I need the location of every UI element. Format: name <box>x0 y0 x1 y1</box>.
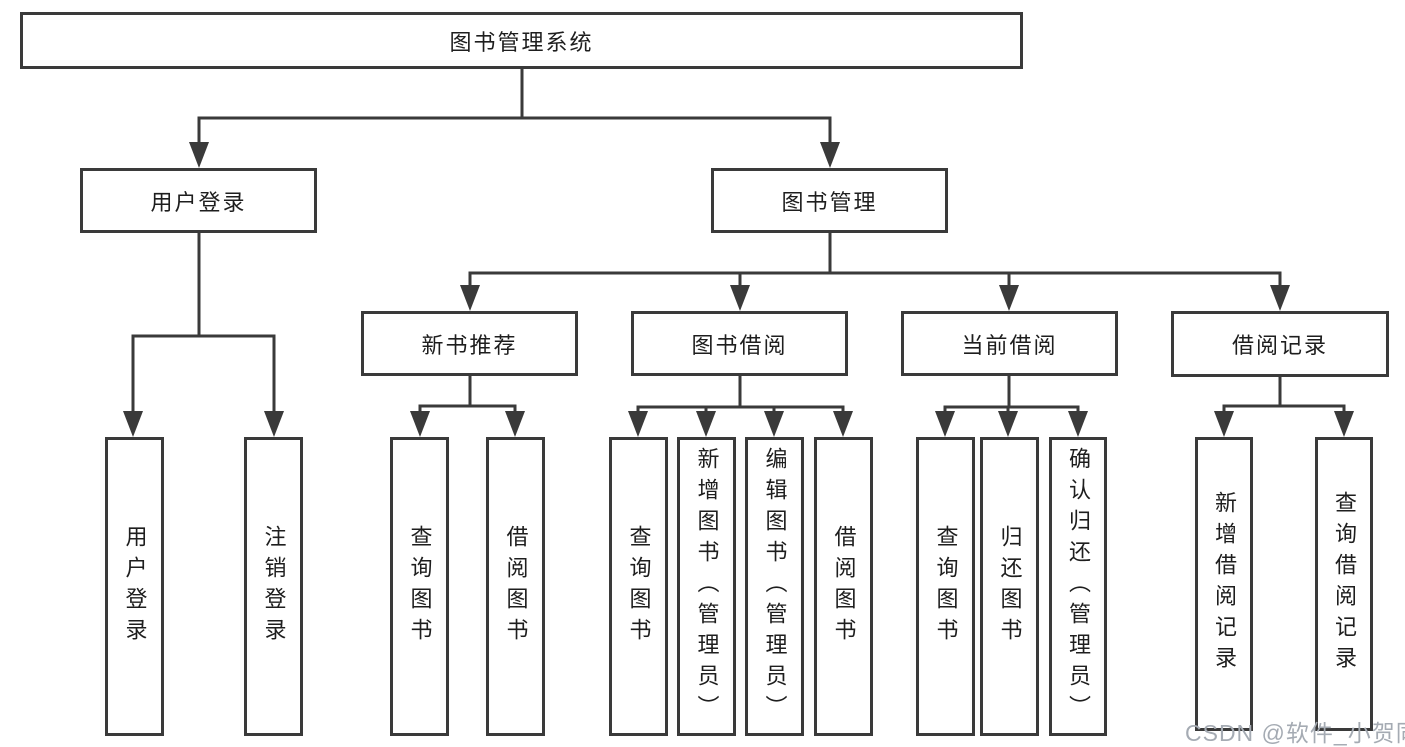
node-label: 编辑图书（管理员） <box>762 447 788 726</box>
leaf-borrow-book-recommend: 借阅图书 <box>486 437 545 736</box>
leaf-logout: 注销登录 <box>244 437 303 736</box>
arrowhead-icon <box>820 142 840 168</box>
arrowhead-icon <box>935 411 955 437</box>
node-label: 注销登录 <box>261 524 287 649</box>
node-label: 图书管理系统 <box>449 29 594 55</box>
node-label: 当前借阅 <box>961 332 1058 358</box>
arrowhead-icon <box>264 411 284 437</box>
arrowhead-icon <box>1270 285 1290 311</box>
node-label: 查询图书 <box>407 524 433 649</box>
leaf-add-borrow-record: 新增借阅记录 <box>1195 437 1253 731</box>
node-label: 查询图书 <box>933 524 959 649</box>
leaf-confirm-return-admin: 确认归还（管理员） <box>1049 437 1107 736</box>
leaf-user-login: 用户登录 <box>105 437 164 736</box>
leaf-edit-book-admin: 编辑图书（管理员） <box>745 437 804 736</box>
leaf-query-book-current: 查询图书 <box>916 437 975 736</box>
arrowhead-icon <box>189 142 209 168</box>
node-label: 查询借阅记录 <box>1332 491 1357 677</box>
leaf-query-book-borrow: 查询图书 <box>609 437 668 736</box>
arrowhead-icon <box>1214 411 1234 437</box>
node-label: 新书推荐 <box>421 332 518 358</box>
node-library-system: 图书管理系统 <box>20 12 1023 69</box>
node-book-management: 图书管理 <box>711 168 948 233</box>
arrowhead-icon <box>628 411 648 437</box>
arrowhead-icon <box>123 411 143 437</box>
node-label: 用户登录 <box>122 524 148 649</box>
arrowhead-icon <box>998 411 1018 437</box>
node-book-borrow: 图书借阅 <box>631 311 848 376</box>
leaf-borrow-book: 借阅图书 <box>814 437 873 736</box>
node-label: 借阅图书 <box>831 524 857 649</box>
arrowhead-icon <box>730 285 750 311</box>
node-current-borrow: 当前借阅 <box>901 311 1118 376</box>
node-label: 借阅图书 <box>503 524 529 649</box>
arrowhead-icon <box>505 411 525 437</box>
arrowhead-icon <box>1068 411 1088 437</box>
arrowhead-icon <box>764 411 784 437</box>
leaf-add-book-admin: 新增图书（管理员） <box>677 437 736 736</box>
node-borrow-records: 借阅记录 <box>1171 311 1389 377</box>
csdn-watermark: CSDN @软件_小贺同学 <box>1185 720 1405 746</box>
node-label: 归还图书 <box>997 524 1023 649</box>
node-label: 新增借阅记录 <box>1212 491 1237 677</box>
leaf-query-book-recommend: 查询图书 <box>390 437 449 736</box>
node-label: 确认归还（管理员） <box>1066 447 1091 726</box>
node-new-book-recommend: 新书推荐 <box>361 311 578 376</box>
node-label: 查询图书 <box>626 524 652 649</box>
node-label: 图书管理 <box>781 189 878 215</box>
arrowhead-icon <box>696 411 716 437</box>
arrowhead-icon <box>1334 411 1354 437</box>
node-label: 新增图书（管理员） <box>694 447 720 726</box>
node-label: 用户登录 <box>150 189 247 215</box>
node-label: 图书借阅 <box>691 332 788 358</box>
arrowhead-icon <box>833 411 853 437</box>
arrowhead-icon <box>460 285 480 311</box>
connector-lines <box>131 67 1346 414</box>
node-user-login: 用户登录 <box>80 168 317 233</box>
leaf-return-book: 归还图书 <box>980 437 1039 736</box>
leaf-query-borrow-record: 查询借阅记录 <box>1315 437 1373 731</box>
arrowhead-icon <box>999 285 1019 311</box>
node-label: 借阅记录 <box>1231 333 1328 358</box>
arrowheads <box>123 142 1354 437</box>
arrowhead-icon <box>410 411 430 437</box>
